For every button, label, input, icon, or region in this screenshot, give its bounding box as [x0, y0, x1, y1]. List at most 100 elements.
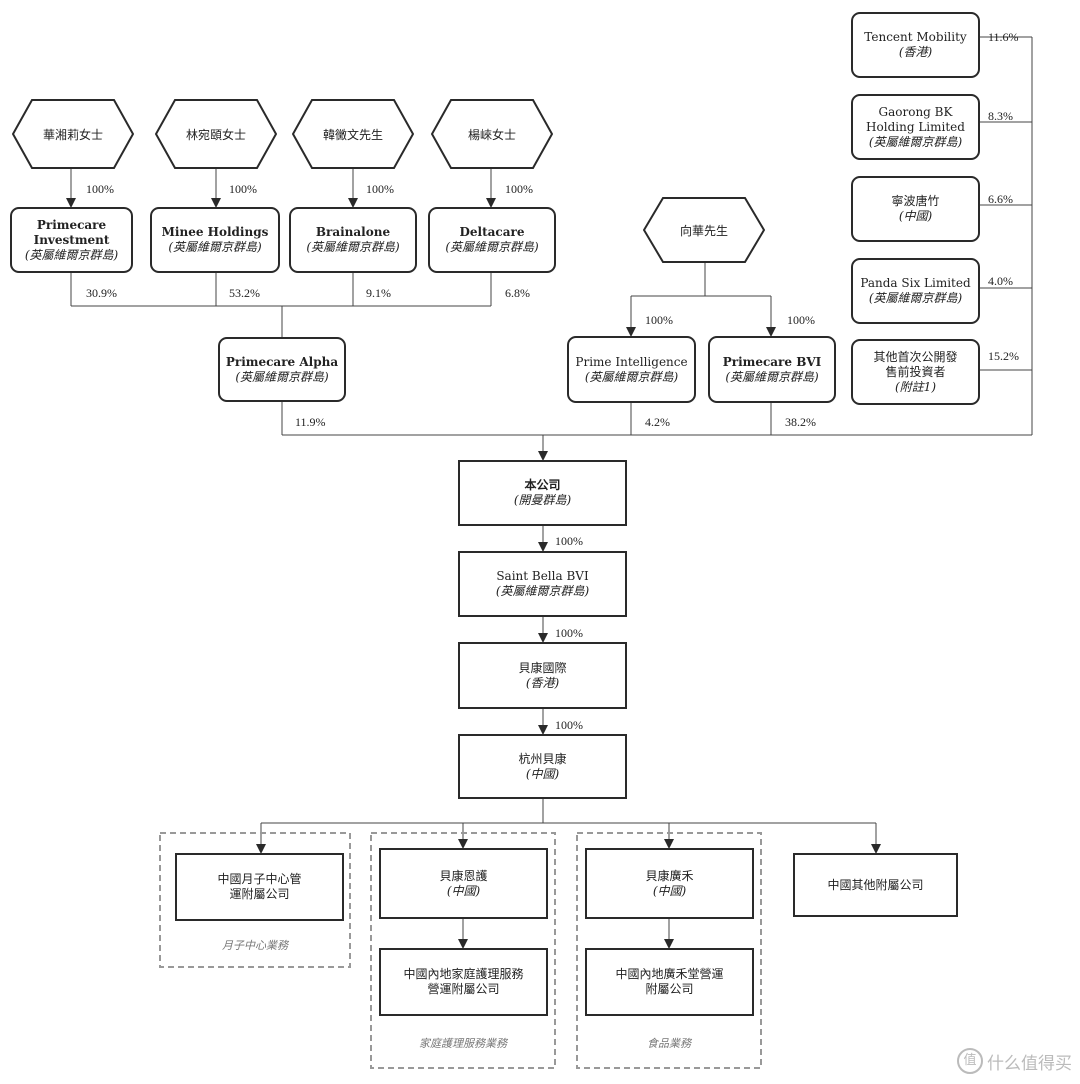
pct-xiang-bvi: 100%	[787, 313, 815, 327]
entity-name: 中國內地家庭護理服務營運附屬公司	[403, 967, 524, 996]
entity-beikang-guanghe: 貝康廣禾 (中國)	[585, 848, 754, 919]
entity-place: (開曼群島)	[513, 493, 572, 507]
entity-name: Minee Holdings	[161, 225, 269, 239]
entity-tencent: Tencent Mobility (香港)	[851, 12, 980, 78]
entity-name: Gaorong BK Holding Limited	[866, 104, 965, 134]
pct-alpha: 11.9%	[295, 415, 326, 429]
entity-place: (中國)	[525, 766, 560, 781]
pct-han: 100%	[366, 182, 394, 196]
pct-minee: 53.2%	[229, 286, 260, 300]
watermark-text: 什么值得买	[987, 1053, 1072, 1073]
shareholder-name: 華湘莉女士	[42, 127, 103, 142]
entity-place: (英屬維爾京群島)	[868, 291, 963, 305]
entity-place: (中國)	[446, 883, 481, 898]
entity-brainalone: Brainalone (英屬維爾京群島)	[289, 207, 417, 273]
entity-hangzhou: 杭州貝康 (中國)	[458, 734, 627, 799]
hexagon-shape	[155, 99, 277, 169]
entity-name: 本公司	[524, 478, 561, 492]
entity-place: (英屬維爾京群島)	[584, 369, 679, 384]
entity-name: 貝康廣禾	[645, 868, 694, 883]
pct-gaorong: 8.3%	[988, 109, 1013, 123]
entity-panda: Panda Six Limited (英屬維爾京群島)	[851, 258, 980, 324]
entity-primecare-investment: Primecare Investment (英屬維爾京群島)	[10, 207, 133, 273]
entity-name: Primecare Alpha	[225, 354, 339, 369]
entity-ningbo: 寧波唐竹 (中國)	[851, 176, 980, 242]
entity-name: 寧波唐竹	[891, 194, 940, 208]
shareholder-name: 楊崍女士	[467, 127, 516, 142]
entity-primecare-bvi: Primecare BVI (英屬維爾京群島)	[708, 336, 836, 403]
entity-primecare-alpha: Primecare Alpha (英屬維爾京群島)	[218, 337, 346, 402]
entity-name: Brainalone	[315, 225, 391, 239]
entity-name: 貝康國際	[518, 660, 567, 675]
hexagon-shape	[12, 99, 134, 169]
entity-other-sub: 中國其他附屬公司	[793, 853, 958, 917]
hexagon-shape	[643, 197, 765, 263]
entity-name: Panda Six Limited	[860, 276, 971, 290]
entity-name: Saint Bella BVI	[496, 569, 589, 583]
entity-saint-bella: Saint Bella BVI (英屬維爾京群島)	[458, 551, 627, 617]
entity-place: (英屬維爾京群島)	[725, 369, 819, 384]
shareholder-yang: 楊崍女士	[431, 99, 553, 169]
entity-home-care-sub: 中國內地家庭護理服務營運附屬公司	[379, 948, 548, 1016]
entity-name: 其他首次公開發售前投資者	[873, 349, 958, 379]
entity-deltacare: Deltacare (英屬維爾京群島)	[428, 207, 556, 273]
pct-panda: 4.0%	[988, 274, 1013, 288]
entity-prime-intelligence: Prime Intelligence (英屬維爾京群島)	[567, 336, 696, 403]
entity-place: (香港)	[898, 45, 933, 59]
pct-lin: 100%	[229, 182, 257, 196]
pct-beikang-intl: 100%	[555, 626, 583, 640]
hexagon-shape	[292, 99, 414, 169]
shareholder-name: 韓黴文先生	[322, 127, 383, 142]
entity-minee: Minee Holdings (英屬維爾京群島)	[150, 207, 280, 273]
entity-place: (英屬維爾京群島)	[495, 584, 590, 598]
pct-deltacare: 6.8%	[505, 286, 530, 300]
entity-name: Primecare BVI	[722, 354, 822, 369]
entity-name: Primecare Investment	[33, 217, 110, 247]
entity-name: 中國其他附屬公司	[827, 877, 924, 892]
entity-place: (附註1)	[895, 379, 936, 394]
shareholder-han: 韓黴文先生	[292, 99, 414, 169]
pct-investment: 30.9%	[86, 286, 117, 300]
group-label-food: 食品業務	[647, 1037, 691, 1050]
entity-confinement-sub: 中國月子中心管運附屬公司	[175, 853, 344, 921]
pct-prime-intelligence: 4.2%	[645, 415, 670, 429]
entity-name: 貝康恩護	[439, 868, 488, 883]
entity-food-sub: 中國內地廣禾堂營運附屬公司	[585, 948, 754, 1016]
entity-name: 杭州貝康	[518, 751, 567, 766]
pct-hua: 100%	[86, 182, 114, 196]
entity-place: (中國)	[898, 209, 933, 223]
entity-beikang-enhu: 貝康恩護 (中國)	[379, 848, 548, 919]
entity-other-investors: 其他首次公開發售前投資者 (附註1)	[851, 339, 980, 405]
entity-place: (香港)	[525, 675, 560, 690]
shareholder-hua: 華湘莉女士	[12, 99, 134, 169]
entity-place: (英屬維爾京群島)	[445, 240, 539, 254]
pct-ningbo: 6.6%	[988, 192, 1013, 206]
shareholder-xiang: 向華先生	[643, 197, 765, 263]
group-label-confinement: 月子中心業務	[222, 939, 288, 952]
pct-saint-bella: 100%	[555, 534, 583, 548]
entity-place: (英屬維爾京群島)	[235, 369, 329, 384]
entity-beikang-intl: 貝康國際 (香港)	[458, 642, 627, 709]
entity-place: (英屬維爾京群島)	[24, 247, 119, 262]
entity-company: 本公司 (開曼群島)	[458, 460, 627, 526]
shareholder-name: 向華先生	[679, 223, 728, 238]
entity-name: Tencent Mobility	[864, 30, 967, 44]
shareholder-name: 林宛頤女士	[185, 127, 246, 142]
pct-other-investors: 15.2%	[988, 349, 1019, 363]
entity-place: (英屬維爾京群島)	[868, 134, 963, 149]
entity-name: 中國內地廣禾堂營運附屬公司	[615, 967, 724, 996]
pct-hangzhou: 100%	[555, 718, 583, 732]
watermark: 值 什么值得买	[957, 1048, 1072, 1074]
entity-place: (中國)	[652, 883, 687, 898]
pct-tencent: 11.6%	[988, 30, 1019, 44]
entity-name: Prime Intelligence	[575, 354, 688, 369]
hexagon-shape	[431, 99, 553, 169]
pct-xiang-pi: 100%	[645, 313, 673, 327]
shareholder-lin: 林宛頤女士	[155, 99, 277, 169]
entity-place: (英屬維爾京群島)	[306, 240, 400, 254]
pct-primecare-bvi: 38.2%	[785, 415, 816, 429]
entity-gaorong: Gaorong BK Holding Limited (英屬維爾京群島)	[851, 94, 980, 160]
entity-name: Deltacare	[459, 225, 525, 239]
pct-brainalone: 9.1%	[366, 286, 391, 300]
